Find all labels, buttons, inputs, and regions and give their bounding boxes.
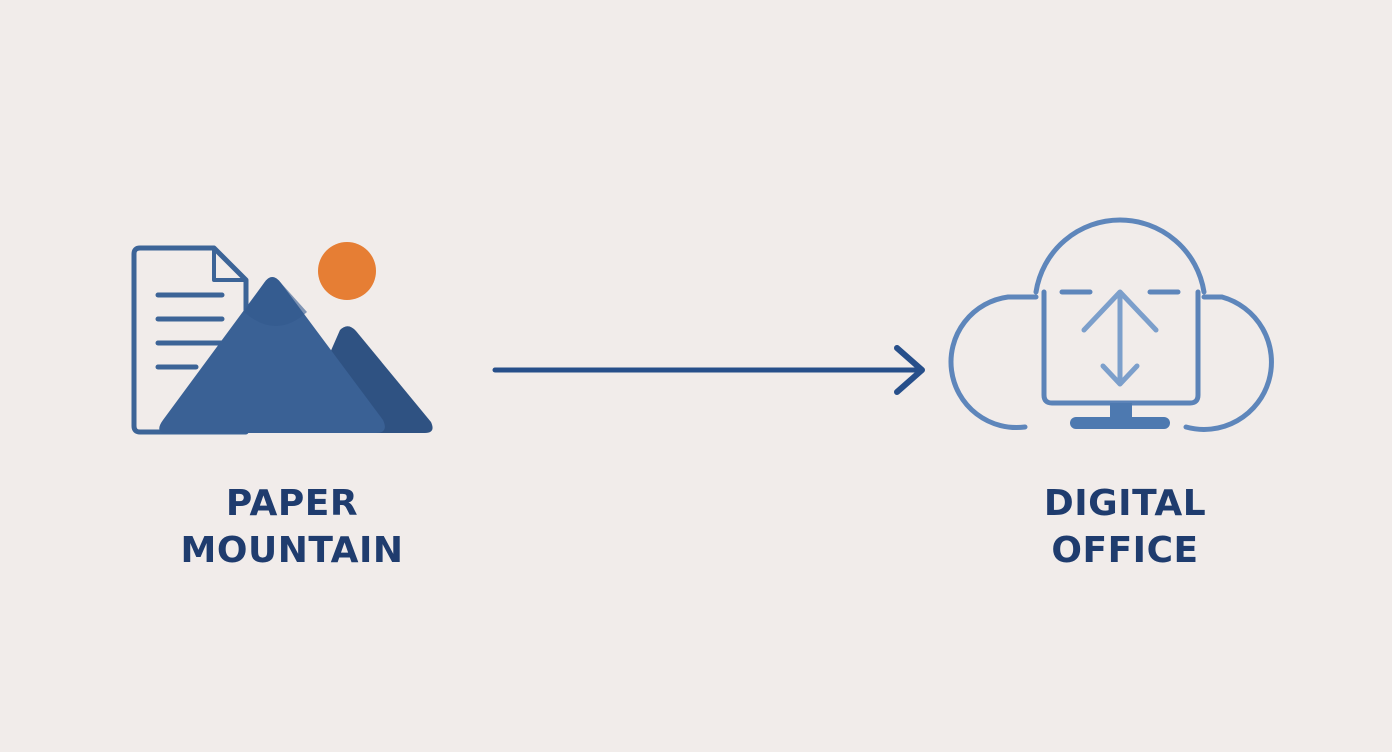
document-icon xyxy=(131,245,249,435)
monitor-icon xyxy=(1041,289,1201,429)
destination-label-line1: DIGITAL xyxy=(1043,483,1207,524)
cloud-outline xyxy=(948,217,1274,432)
destination-label: DIGITAL OFFICE xyxy=(975,480,1275,574)
source-label-line2: MOUNTAIN xyxy=(180,530,404,571)
source-label-line1: PAPER xyxy=(225,483,359,524)
destination-label-line2: OFFICE xyxy=(1051,530,1199,571)
sun-icon xyxy=(318,242,376,300)
front-mountain-shape xyxy=(159,277,385,433)
arrow-right-icon xyxy=(492,345,925,395)
paper-mountain-icon xyxy=(131,242,433,435)
source-label: PAPER MOUNTAIN xyxy=(142,480,442,574)
sync-arrows-icon xyxy=(1081,289,1159,387)
cloud-computer-icon xyxy=(948,217,1274,432)
